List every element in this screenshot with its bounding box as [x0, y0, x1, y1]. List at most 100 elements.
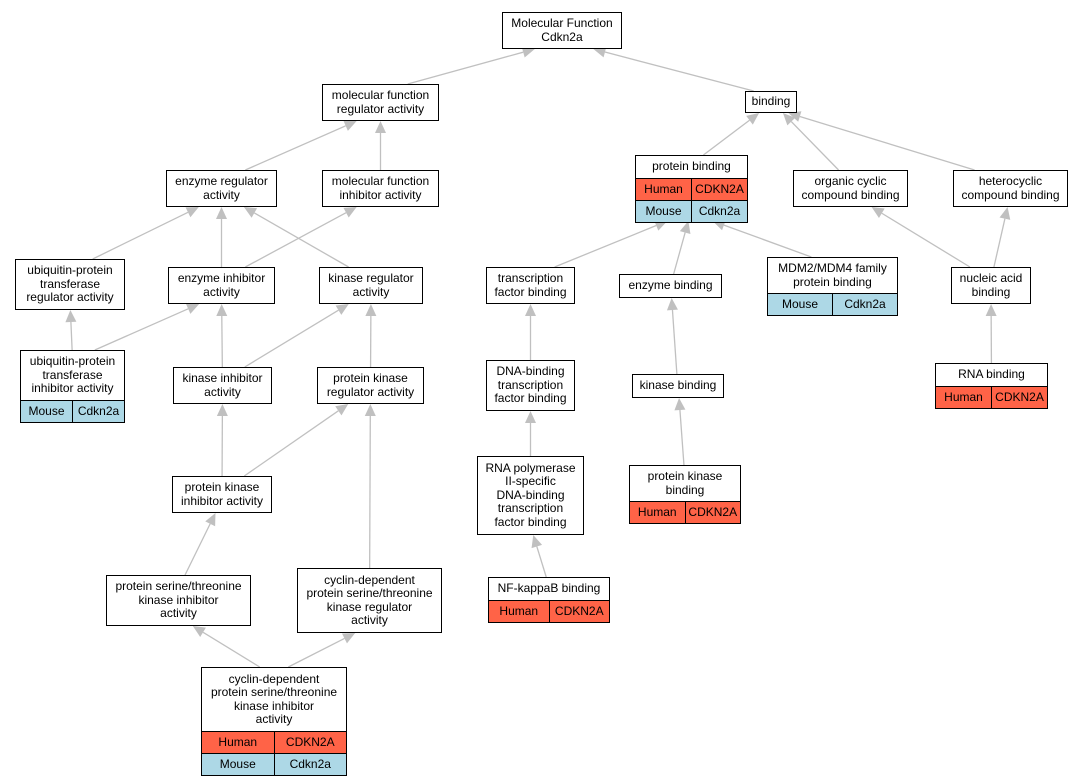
node-label: protein binding [652, 159, 731, 174]
gene-cell: CDKN2A [548, 601, 610, 622]
edge-line [703, 119, 750, 156]
node-pk-reg: protein kinase regulator activity [317, 367, 424, 404]
node-label: kinase regulator activity [328, 271, 414, 299]
gene-cell: Cdkn2a [691, 201, 747, 222]
edge-arrowhead [525, 411, 536, 423]
species-row: Mouse Cdkn2a [636, 200, 747, 222]
node-ub-transferase: ubiquitin-protein transferase regulator … [15, 259, 125, 310]
edge-arrowhead [216, 207, 227, 219]
edge-arrowhead [216, 404, 228, 417]
edge-line [679, 409, 685, 466]
node-label: NF-kappaB binding [497, 581, 601, 596]
node-org-cyclic: organic cyclic compound binding [793, 170, 908, 207]
node-label: organic cyclic compound binding [801, 174, 900, 202]
node-tf-binding: transcription factor binding [486, 267, 575, 304]
gene-cell: CDKN2A [273, 732, 347, 753]
edge-arrowhead [185, 303, 200, 314]
edge-line [790, 121, 840, 171]
gene-cell: CDKN2A [991, 387, 1047, 408]
edge-arrowhead [521, 46, 535, 58]
edge-arrowhead [679, 221, 691, 235]
node-ub-inhibitor: ubiquitin-protein transferase inhibitor … [20, 350, 125, 423]
species-cell: Mouse [781, 297, 819, 311]
species-row: Human CDKN2A [636, 178, 747, 200]
node-heterocyclic: heterocyclic compound binding [953, 170, 1068, 207]
edge-arrowhead [788, 111, 802, 122]
edge-arrowhead [375, 121, 386, 133]
node-label: molecular function inhibitor activity [331, 174, 430, 202]
edge-line [881, 212, 971, 268]
node-mf-reg: molecular function regulator activity [322, 84, 439, 121]
node-label: ubiquitin-protein transferase regulator … [26, 263, 114, 305]
edge-arrowhead [593, 46, 607, 58]
node-label: enzyme binding [628, 278, 713, 293]
edge-arrowhead [341, 633, 356, 644]
edge-arrowhead [343, 207, 357, 218]
edge-line [673, 232, 686, 275]
species-row: Mouse Cdkn2a [768, 293, 897, 315]
edge-line [70, 321, 73, 351]
edge-arrowhead [782, 113, 796, 126]
species-cell: Human [944, 390, 983, 404]
node-pk-inh: protein kinase inhibitor activity [172, 476, 272, 513]
node-label: transcription factor binding [494, 271, 567, 299]
node-root: Molecular Function Cdkn2a [502, 12, 622, 49]
species-cell: Human [644, 182, 683, 196]
edge-line [243, 410, 339, 477]
edge-line [288, 637, 345, 668]
node-mf-inh: molecular function inhibitor activity [322, 170, 439, 207]
node-enz-inh: enzyme inhibitor activity [168, 267, 275, 304]
species-cell: Mouse [645, 204, 682, 218]
gene-cell: Cdkn2a [273, 754, 347, 775]
edge-line [94, 308, 189, 351]
node-label: nucleic acid binding [959, 271, 1023, 299]
node-kin-inh: kinase inhibitor activity [173, 367, 272, 404]
node-label: kinase inhibitor activity [182, 371, 263, 399]
edge-arrowhead [192, 626, 206, 637]
node-label: protein kinase regulator activity [326, 371, 415, 399]
species-cell: Mouse [28, 404, 65, 418]
node-dna-tf: DNA-binding transcription factor binding [486, 360, 575, 411]
node-rnapol: RNA polymerase II-specific DNA-binding t… [477, 456, 584, 535]
node-label: protein serine/threonine kinase inhibito… [115, 579, 242, 621]
node-label: ubiquitin-protein transferase inhibitor … [29, 354, 116, 396]
edge-line [536, 546, 547, 578]
edge-arrowhead [666, 298, 678, 311]
node-label: enzyme regulator activity [175, 174, 268, 202]
node-enz-binding: enzyme binding [619, 274, 722, 298]
edge-arrowhead [999, 207, 1011, 220]
edge-line [202, 631, 261, 668]
edge-arrowhead [243, 207, 258, 218]
node-ps-inh: protein serine/threonine kinase inhibito… [106, 575, 251, 626]
edge-line [723, 224, 812, 258]
node-label: heterocyclic compound binding [961, 174, 1060, 202]
edge-line [92, 211, 189, 260]
edge-arrowhead [205, 513, 216, 527]
gene-cell: Cdkn2a [832, 294, 897, 315]
species-row: Human CDKN2A [936, 386, 1047, 408]
species-row: Human CDKN2A [202, 731, 346, 753]
node-label: molecular function regulator activity [331, 88, 430, 116]
gene-cell: CDKN2A [691, 179, 747, 200]
node-label: MDM2/MDM4 family protein binding [778, 261, 887, 289]
edge-line [221, 315, 223, 368]
edge-line [554, 224, 657, 268]
edge-arrowhead [674, 398, 686, 411]
node-label: enzyme inhibitor activity [177, 271, 266, 299]
edge-line [993, 218, 1006, 268]
species-cell: Human [218, 735, 258, 749]
edge-arrowhead [364, 404, 376, 417]
edge-arrowhead [985, 304, 997, 317]
edge-line [604, 51, 754, 92]
edge-line [407, 51, 524, 85]
node-label: binding [751, 94, 791, 109]
